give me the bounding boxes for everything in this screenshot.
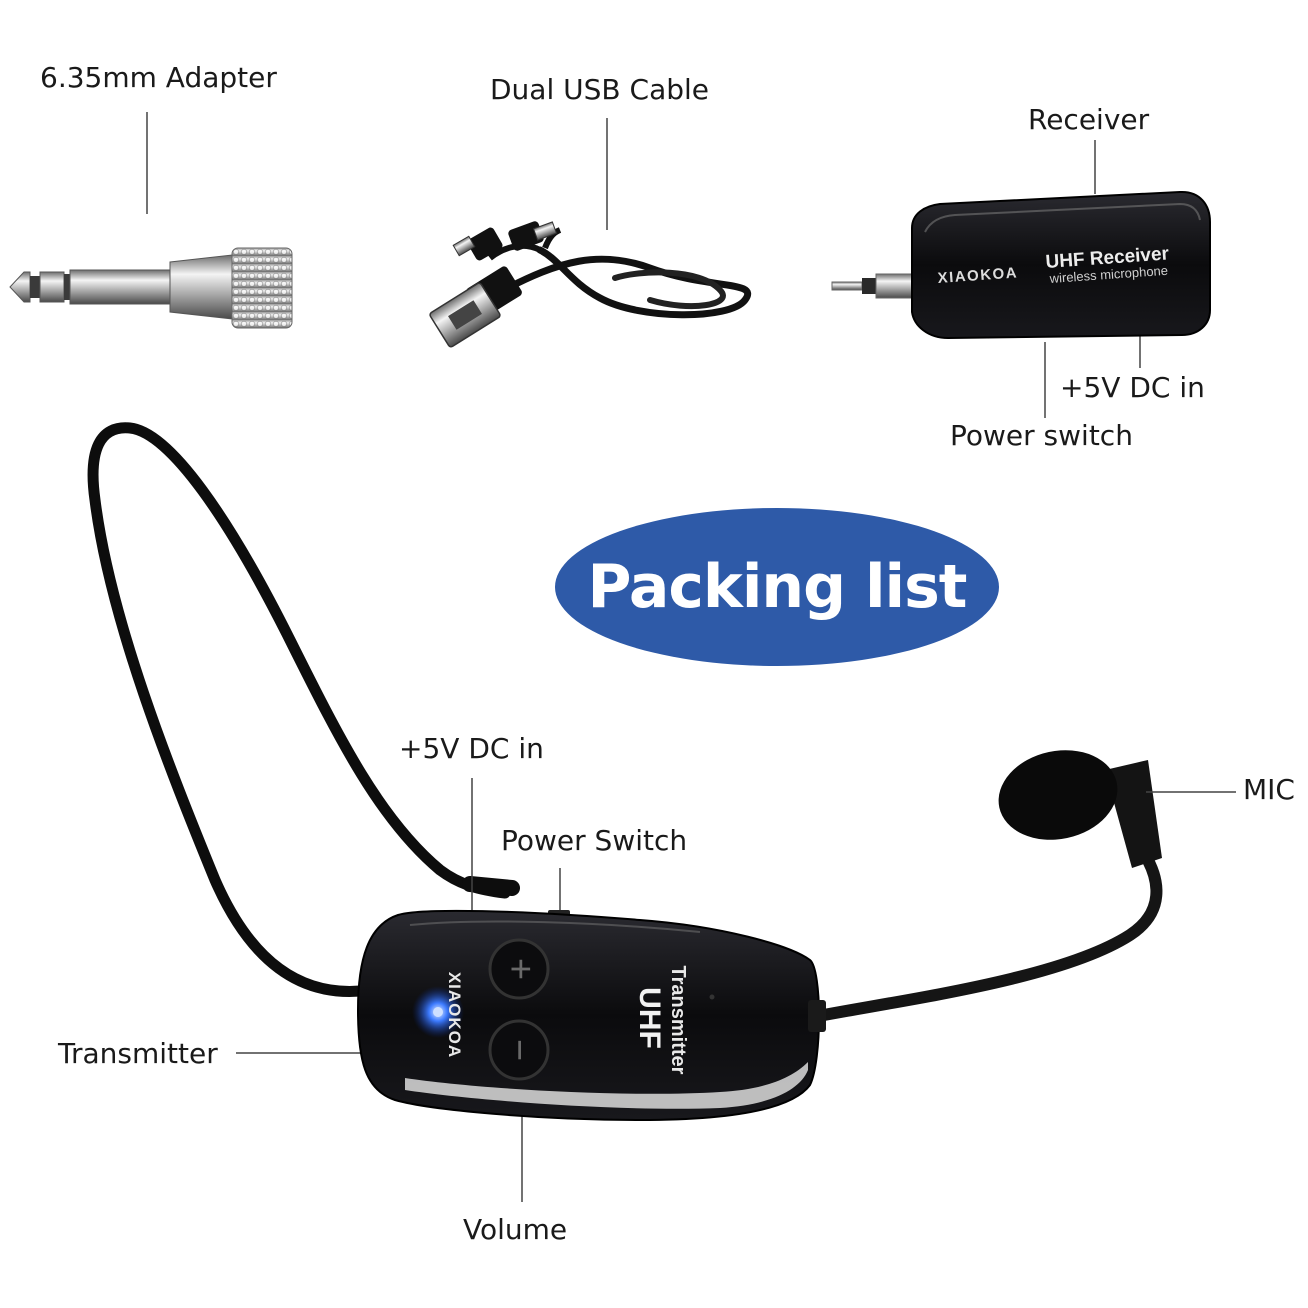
transmitter-band-text: UHF xyxy=(633,987,666,1049)
transmitter-brand-text: XIAOKOA xyxy=(445,972,464,1058)
microphone-boom xyxy=(802,750,1236,1024)
adapter-illustration xyxy=(9,112,293,329)
headset-neckband xyxy=(87,422,520,997)
adapter-label: 6.35mm Adapter xyxy=(40,61,277,94)
receiver-label: Receiver xyxy=(1028,103,1150,136)
volume-down-glyph: − xyxy=(498,1039,540,1061)
page-title: Packing list xyxy=(587,552,968,622)
usb-cable-label: Dual USB Cable xyxy=(490,73,710,106)
usb-cable-illustration xyxy=(429,118,751,348)
transmitter-illustration: + − XIAOKOA UHF Transmitter xyxy=(236,778,826,1202)
transmitter-dc-in-label: +5V DC in xyxy=(399,732,544,765)
volume-label: Volume xyxy=(463,1213,568,1246)
mic-foam-windscreen xyxy=(998,750,1118,840)
receiver-dc-in-label: +5V DC in xyxy=(1060,371,1205,404)
receiver-power-switch-label: Power switch xyxy=(950,419,1133,452)
receiver-brand-text: XIAOKOA xyxy=(937,264,1019,287)
receiver-illustration: XIAOKOA UHF Receiver wireless microphone xyxy=(831,140,1211,418)
title-badge: Packing list xyxy=(555,508,999,666)
transmitter-power-switch-label: Power Switch xyxy=(501,824,688,857)
mic-label: MIC xyxy=(1243,773,1295,806)
transmitter-label: Transmitter xyxy=(58,1037,218,1070)
transmitter-type-text: Transmitter xyxy=(667,966,689,1075)
volume-up-glyph: + xyxy=(499,958,541,980)
